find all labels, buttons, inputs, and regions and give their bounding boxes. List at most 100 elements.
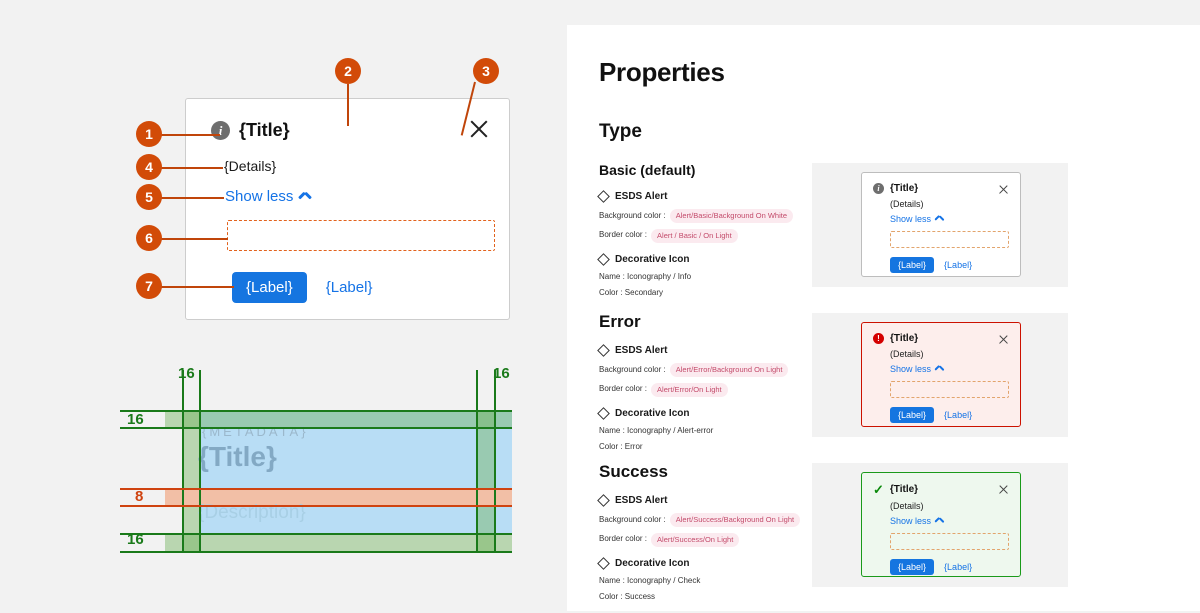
show-less-toggle[interactable]: Show less (890, 214, 1009, 224)
spec-group-name: ESDS Alert (615, 495, 668, 506)
spec-row-label: Background color : (599, 514, 666, 524)
callout-badge-4: 4 (136, 154, 162, 180)
spec-group-title: ESDS Alert (597, 494, 849, 507)
leader-line-6 (160, 238, 228, 240)
spec-row: Color : Success (599, 592, 849, 602)
show-less-label: Show less (225, 188, 294, 205)
spec-group-name: Decorative Icon (615, 407, 690, 419)
secondary-button[interactable]: {Label} (325, 279, 373, 296)
show-less-toggle[interactable]: Show less (225, 188, 311, 205)
preview-container-basic: i {Title} (Details) Show less {Label} {L… (812, 163, 1068, 287)
show-less-label: Show less (890, 214, 932, 224)
spec-gap-rule-top (120, 488, 512, 490)
preview-container-error: ! {Title} (Details) Show less {Label} {L… (812, 313, 1068, 437)
dim-label-top-right: 16 (493, 365, 510, 382)
spec-group-title: ESDS Alert (597, 190, 849, 203)
spec-row-label: Border color : (599, 230, 648, 240)
spec-rule-v1 (182, 370, 184, 552)
spec-rule-v4 (494, 370, 496, 552)
preview-details: (Details) (890, 501, 924, 511)
callout-badge-6: 6 (136, 225, 162, 251)
spec-group: ESDS Alert Background color : Alert/Erro… (597, 344, 849, 397)
diamond-icon (597, 494, 610, 507)
leader-line-2 (347, 84, 349, 126)
spec-gap-band (165, 488, 512, 506)
show-less-toggle[interactable]: Show less (890, 364, 1009, 374)
section-title-type: Type (599, 121, 642, 142)
spec-row: Color : Error (599, 442, 849, 452)
spec-row-label: Border color : (599, 534, 648, 544)
diamond-icon (597, 190, 610, 203)
preview-actions: {Label} {Label} (890, 559, 1009, 575)
chevron-up-icon (935, 215, 943, 223)
secondary-button[interactable]: {Label} (944, 562, 973, 572)
alert-preview-success: ✓ {Title} (Details) Show less {Label} {L… (861, 472, 1021, 577)
spec-row-label: Color : Error (599, 441, 643, 451)
spec-rule-h2 (120, 427, 512, 429)
preview-actions: {Label} {Label} (890, 257, 1009, 273)
spec-group: ESDS Alert Background color : Alert/Basi… (597, 190, 849, 243)
left-annotation-panel: i {Title} {Details} Show less {Label} {L… (0, 0, 567, 611)
spec-row-token: Alert/Success/On Light (651, 532, 740, 547)
spec-pad-left (182, 410, 200, 552)
preview-title-row: ! {Title} (873, 333, 1009, 344)
spec-title-text: {Title} (198, 441, 277, 472)
spec-rule-h1 (120, 410, 512, 412)
spec-group-title: ESDS Alert (597, 344, 849, 357)
spec-group: ESDS Alert Background color : Alert/Succ… (597, 494, 849, 547)
dialog-title-row: i {Title} (211, 120, 290, 141)
spec-row-label: Name : Iconography / Alert-error (599, 425, 714, 435)
dialog-content-slot (227, 220, 495, 251)
spec-group-name: Decorative Icon (615, 557, 690, 569)
spec-row-token: Alert/Error/Background On Light (669, 363, 789, 377)
spec-rule-h4 (120, 551, 512, 553)
close-icon[interactable] (998, 484, 1009, 495)
preview-title: {Title} (890, 333, 919, 344)
spec-description-text: {Description} (198, 502, 306, 523)
spec-row-label: Background color : (599, 364, 666, 374)
close-icon[interactable] (466, 116, 492, 142)
close-icon[interactable] (998, 184, 1009, 195)
spec-row: Background color : Alert/Error/Backgroun… (599, 363, 849, 377)
spec-row: Border color : Alert/Success/On Light (599, 532, 849, 547)
type-heading: Basic (default) (599, 162, 696, 178)
dim-label-left: 16 (127, 411, 144, 428)
callout-badge-1: 1 (136, 121, 162, 147)
type-heading: Error (599, 312, 641, 331)
type-block-basic: Basic (default) ESDS Alert Background co… (597, 162, 849, 309)
chevron-up-icon (935, 517, 943, 525)
dim-label-gap: 8 (135, 488, 144, 505)
dim-label-top-left: 16 (178, 365, 195, 382)
secondary-button[interactable]: {Label} (944, 260, 973, 270)
spec-group-title: Decorative Icon (597, 406, 849, 420)
show-less-label: Show less (890, 364, 932, 374)
type-block-success: Success ESDS Alert Background color : Al… (597, 462, 849, 613)
spec-row-label: Color : Success (599, 591, 656, 601)
spec-group-title: Decorative Icon (597, 556, 849, 570)
primary-button[interactable]: {Label} (232, 272, 307, 303)
spec-row: Name : Iconography / Info (599, 272, 849, 282)
spec-row: Background color : Alert/Success/Backgro… (599, 513, 849, 527)
spec-rule-h3 (120, 533, 512, 535)
secondary-button[interactable]: {Label} (944, 410, 973, 420)
spec-row: Name : Iconography / Check (599, 576, 849, 586)
spec-row-token: Alert/Error/On Light (651, 382, 728, 397)
alert-error-icon: ! (873, 333, 884, 344)
spec-row: Name : Iconography / Alert-error (599, 426, 849, 436)
close-icon[interactable] (998, 334, 1009, 345)
spec-pad-bottom (165, 534, 512, 552)
primary-button[interactable]: {Label} (890, 559, 935, 575)
spec-group-title: Decorative Icon (597, 252, 849, 266)
primary-button[interactable]: {Label} (890, 407, 935, 423)
preview-title-row: i {Title} (873, 183, 1009, 194)
leader-line-7 (160, 286, 234, 288)
chevron-up-icon (935, 365, 943, 373)
diamond-icon (597, 406, 610, 420)
spec-gap-rule-bottom (120, 505, 512, 507)
spec-row-label: Name : Iconography / Info (599, 271, 692, 281)
spec-row: Color : Secondary (599, 288, 849, 298)
dialog-title: {Title} (239, 120, 290, 140)
primary-button[interactable]: {Label} (890, 257, 935, 273)
dialog-actions: {Label} {Label} (232, 272, 372, 303)
show-less-toggle[interactable]: Show less (890, 516, 1009, 526)
